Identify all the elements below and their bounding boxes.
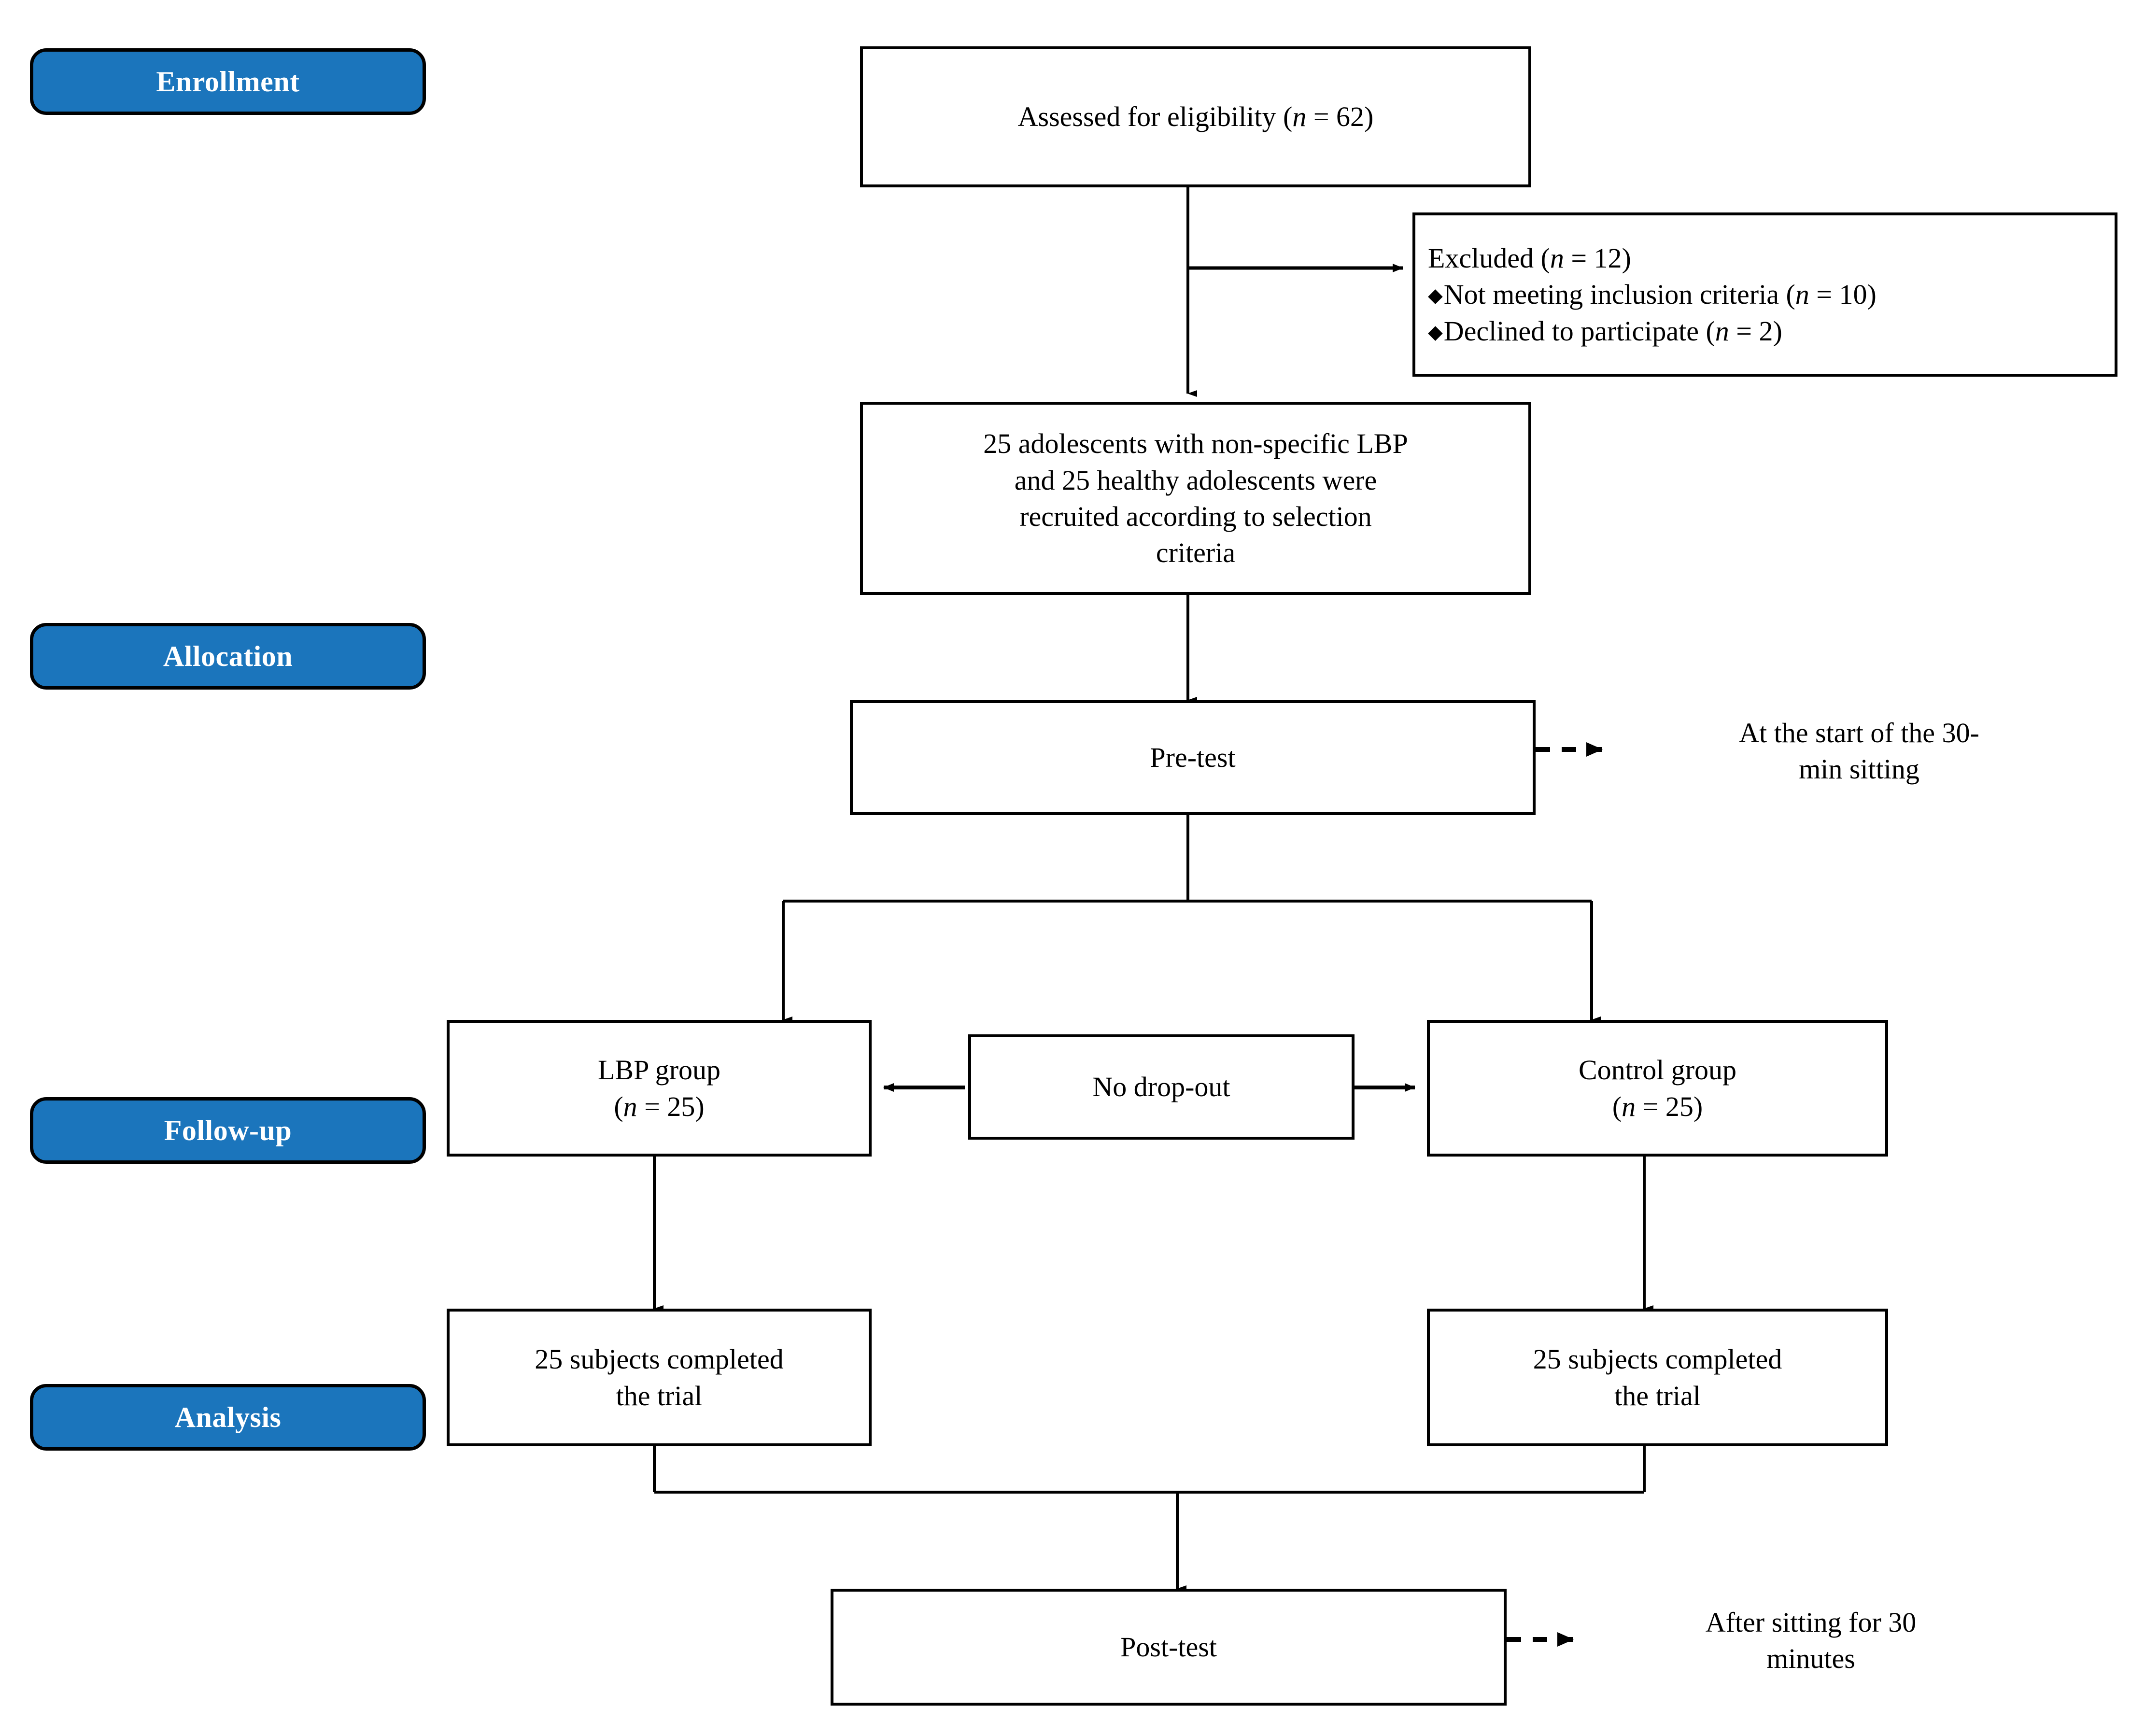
control-completed-line-2: the trial — [1614, 1380, 1701, 1411]
lbp-group-n-suffix: = 25) — [637, 1090, 705, 1122]
box-control-completed: 25 subjects completed the trial — [1427, 1309, 1888, 1446]
box-posttest: Post-test — [831, 1589, 1507, 1706]
lbp-completed-line-2: the trial — [616, 1380, 703, 1411]
eligibility-text-prefix: Assessed for eligibility ( — [1017, 101, 1293, 133]
stage-label-allocation-text: Allocation — [163, 640, 293, 672]
eligibility-n-symbol: n — [1292, 101, 1307, 133]
excluded-heading-prefix: Excluded ( — [1428, 242, 1550, 274]
note-pretest-line-2: min sitting — [1799, 753, 1919, 785]
no-dropout-label: No drop-out — [1092, 1071, 1230, 1103]
recruited-line-3: recruited according to selection — [1019, 501, 1372, 532]
stage-label-followup-text: Follow-up — [164, 1114, 292, 1146]
box-recruited: 25 adolescents with non-specific LBP and… — [860, 402, 1531, 595]
stage-label-enrollment-text: Enrollment — [156, 65, 300, 98]
box-lbp-group: LBP group (n = 25) — [447, 1020, 872, 1157]
excluded-heading-suffix: = 12) — [1564, 242, 1631, 274]
excluded-bullet-1-n-symbol: n — [1715, 315, 1729, 347]
excluded-bullet-1-prefix: Declined to participate ( — [1443, 315, 1715, 347]
excluded-heading: Excluded (n = 12) — [1428, 240, 2106, 276]
eligibility-text-suffix: = 62) — [1306, 101, 1374, 133]
excluded-bullet-1-suffix: = 2) — [1729, 315, 1782, 347]
box-pretest: Pre-test — [850, 700, 1536, 815]
excluded-bullet-item: ◆Not meeting inclusion criteria (n = 10) — [1428, 276, 2106, 312]
box-control-group: Control group (n = 25) — [1427, 1020, 1888, 1157]
note-posttest-line-2: minutes — [1766, 1643, 1855, 1675]
wire-pretest-split — [782, 815, 1601, 1023]
box-lbp-completed: 25 subjects completed the trial — [447, 1309, 872, 1446]
lbp-group-line-1: LBP group — [597, 1054, 721, 1086]
box-no-dropout: No drop-out — [968, 1034, 1355, 1140]
excluded-heading-n-symbol: n — [1550, 242, 1564, 274]
lbp-group-n-symbol: n — [623, 1090, 637, 1122]
recruited-line-2: and 25 healthy adolescents were — [1014, 464, 1377, 496]
box-assessed-for-eligibility: Assessed for eligibility (n = 62) — [860, 46, 1531, 187]
note-pretest-timing: At the start of the 30- min sitting — [1661, 715, 2057, 788]
control-group-line-1: Control group — [1578, 1054, 1737, 1086]
excluded-bullet-0-suffix: = 10) — [1809, 279, 1877, 311]
control-group-n-line: (n = 25) — [1439, 1088, 1877, 1125]
stage-label-analysis[interactable]: Analysis — [30, 1384, 426, 1451]
stage-label-allocation[interactable]: Allocation — [30, 623, 426, 690]
box-excluded: Excluded (n = 12) ◆Not meeting inclusion… — [1412, 212, 2117, 377]
excluded-bullet-item: ◆Declined to participate (n = 2) — [1428, 313, 2106, 349]
note-pretest-line-1: At the start of the 30- — [1739, 717, 1979, 748]
diamond-bullet-icon: ◆ — [1428, 284, 1443, 307]
stage-label-followup[interactable]: Follow-up — [30, 1097, 426, 1164]
control-group-n-suffix: = 25) — [1636, 1090, 1703, 1122]
lbp-completed-line-1: 25 subjects completed — [535, 1343, 784, 1375]
control-group-n-symbol: n — [1622, 1090, 1636, 1122]
lbp-group-n-prefix: ( — [614, 1090, 623, 1122]
wire-merge-to-posttest — [653, 1446, 1646, 1592]
diamond-bullet-icon: ◆ — [1428, 321, 1443, 343]
posttest-label: Post-test — [1120, 1631, 1217, 1663]
excluded-bullet-0-n-symbol: n — [1795, 279, 1809, 311]
note-posttest-line-1: After sitting for 30 — [1705, 1607, 1917, 1638]
lbp-group-n-line: (n = 25) — [458, 1088, 860, 1125]
control-group-n-prefix: ( — [1612, 1090, 1622, 1122]
excluded-bullet-0-prefix: Not meeting inclusion criteria ( — [1443, 279, 1795, 311]
stage-label-enrollment[interactable]: Enrollment — [30, 48, 426, 115]
recruited-line-1: 25 adolescents with non-specific LBP — [983, 428, 1408, 460]
pretest-label: Pre-test — [1150, 742, 1236, 774]
recruited-line-4: criteria — [1156, 537, 1236, 569]
control-completed-line-1: 25 subjects completed — [1533, 1343, 1782, 1375]
stage-label-analysis-text: Analysis — [174, 1401, 282, 1433]
note-posttest-timing: After sitting for 30 minutes — [1627, 1604, 1994, 1677]
